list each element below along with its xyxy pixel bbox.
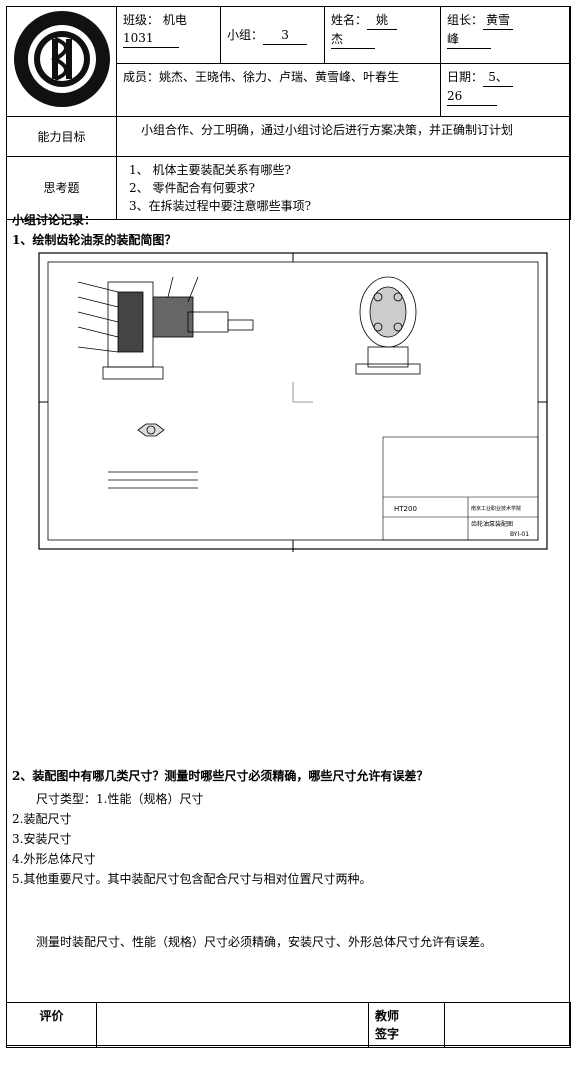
question-2: 2、装配图中有哪几类尺寸？测量时哪些尺寸必须精确，哪些尺寸允许有误差？ [12,769,429,783]
questions-label: 思考题 [6,156,117,220]
question-item: 2、 零件配合有何要求? [129,181,255,195]
signature-label: 签字 [375,1027,400,1041]
title-block-school: 南京工业职业技术学院 [471,505,521,512]
group-cell: 小组：3 [220,5,325,65]
questions-list: 1、 机体主要装配关系有哪些? 2、 零件配合有何要求? 3、在拆装过程中要注意… [116,156,571,220]
date-label: 日期： [447,70,484,85]
members-label: 成员： [123,70,160,85]
evaluation-table: 评价 教师签字 [6,1002,571,1048]
teacher-signature-label: 教师签字 [368,1002,445,1048]
title-block-code: HT200 [394,505,417,513]
name-label: 姓名： [331,13,368,27]
dimension-item: 4.外形总体尺寸 [12,852,96,866]
discussion-title: 小组讨论记录： [12,213,97,227]
class-label: 班级： [123,13,160,27]
detail-view [108,423,198,489]
question-item: 3、在拆装过程中要注意哪些事项? [129,199,312,213]
leader-value-2: 峰 [447,30,491,49]
leader-value: 黄雪 [483,11,514,30]
ability-text: 小组合作、分工明确，通过小组讨论后进行方案决策，并正确制订计划 [116,116,571,157]
title-block [382,436,539,541]
question-1: 1、绘制齿轮油泵的装配简图？ [12,233,177,247]
dimension-types: 尺寸类型：1.性能（规格）尺寸 [36,792,204,806]
members-value: 姚杰、王晓伟、徐力、卢瑞、黄雪峰、叶春生 [159,70,400,85]
school-seal-icon [13,11,110,107]
ability-label: 能力目标 [6,116,117,157]
name-value-2: 杰 [331,30,375,49]
title-block-name: 齿轮油泵装配图 [471,520,513,528]
group-value: 3 [263,26,308,45]
teacher-signature-field[interactable] [444,1002,571,1048]
class-value-2: 1031 [123,29,179,48]
leader-cell: 组长：黄雪峰 [440,5,571,65]
class-value: 机电 [162,13,187,27]
class-cell: 班级： 机电 1031 [116,5,221,65]
evaluation-field[interactable] [96,1002,369,1048]
date-value-2: 26 [447,87,497,107]
header-table: 班级： 机电 1031 小组：3 姓名：姚杰 组长：黄雪峰 成员：姚杰、王晓伟、徐… [6,5,571,220]
axis-symbol [292,382,313,403]
evaluation-label: 评价 [6,1002,97,1048]
date-cell: 日期：5、26 [440,63,571,117]
leader-label: 组长： [447,13,484,27]
front-view [77,276,254,380]
dimension-item: 3.安装尺寸 [12,832,72,846]
dimension-item: 2.装配尺寸 [12,812,72,826]
members-cell: 成员：姚杰、王晓伟、徐力、卢瑞、黄雪峰、叶春生 [116,63,441,117]
school-logo [6,6,117,117]
name-value: 姚 [367,11,398,30]
assembly-drawing: HT200 南京工业职业技术学院 齿轮油泵装配图 BYI-01 [38,252,548,552]
date-value: 5、 [483,68,514,88]
name-cell: 姓名：姚杰 [324,5,441,65]
measurement-conclusion: 测量时装配尺寸、性能（规格）尺寸必须精确，安装尺寸、外形总体尺寸允许有误差。 [36,935,493,949]
question-item: 1、 机体主要装配关系有哪些? [129,163,291,177]
side-view [355,276,421,375]
teacher-label: 教师 [375,1009,400,1023]
dimension-item: 5.其他重要尺寸。其中装配尺寸包含配合尺寸与相对位置尺寸两种。 [12,872,372,886]
group-label: 小组： [227,27,264,42]
title-block-num: BYI-01 [510,531,529,538]
